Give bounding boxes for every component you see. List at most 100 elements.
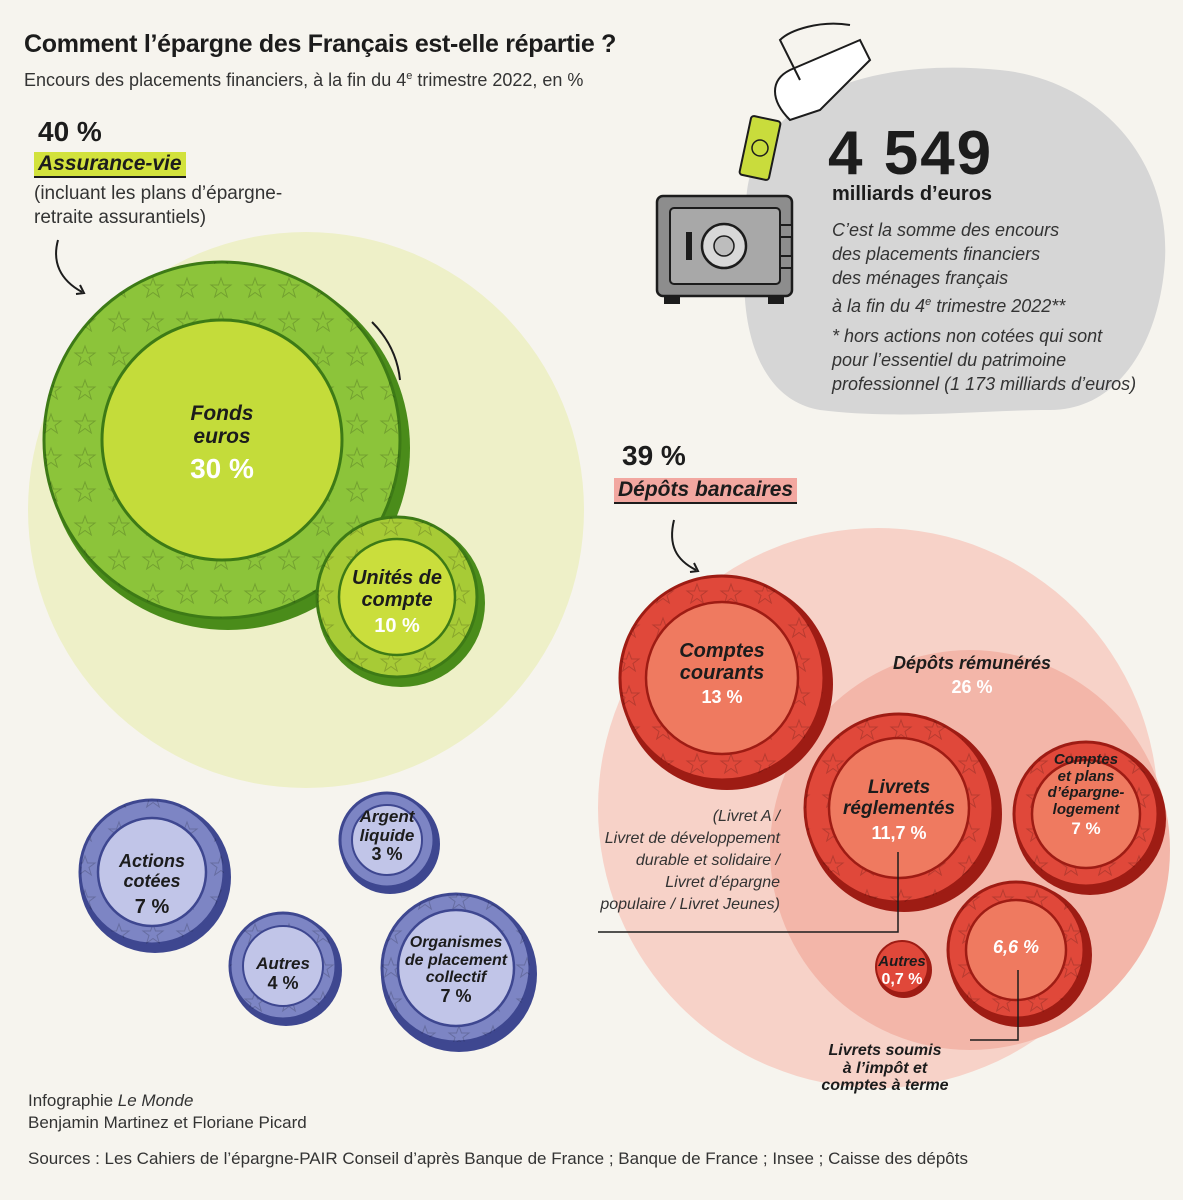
cpel-label-1: Comptes <box>1053 751 1119 768</box>
uc-label-2: compte <box>361 589 433 611</box>
safe-icon <box>655 194 794 304</box>
coin-argent-liquide <box>338 791 440 894</box>
autres-blue-text: Autres <box>256 954 310 973</box>
argent-label-1: Argent <box>359 807 415 826</box>
argent-pct: 3 % <box>371 844 403 865</box>
credits-infographie: Infographie <box>28 1091 118 1110</box>
opc-label-2: de placement <box>404 951 508 969</box>
coin-comptes-courants <box>618 574 833 790</box>
actions-label: Actions cotées 7 % <box>102 851 202 918</box>
coin-unites-de-compte <box>315 515 485 687</box>
uc-label: Unités de compte 10 % <box>332 567 462 637</box>
arrow-depots <box>671 519 697 571</box>
autres-red-pct: 0,7 % <box>881 970 923 988</box>
cpel-label-4: logement <box>1052 800 1120 818</box>
livrets-label: Livrets réglementés 11,7 % <box>824 777 974 844</box>
coin-opc <box>380 892 537 1052</box>
coin-fonds-euros <box>42 260 410 630</box>
footnote-line: pour l’essentiel du patrimoine <box>832 350 1067 370</box>
soumis-label-2: à l’impôt et <box>842 1059 928 1077</box>
leader-livrets <box>598 852 899 933</box>
credits-line-2: Benjamin Martinez et Floriane Picard <box>28 1113 307 1132</box>
coin-autres-blue <box>228 911 342 1026</box>
opc-label-3: collectif <box>425 969 487 987</box>
coin-autres-red <box>875 940 932 998</box>
total-desc-end: trimestre 2022** <box>931 296 1066 316</box>
autres-red-text: Autres <box>878 953 926 970</box>
livrets-label-1: Livrets <box>867 777 931 798</box>
coin-epargne-logement <box>1012 740 1166 895</box>
credits-line-1: Infographie Le Monde <box>28 1090 307 1112</box>
fonds-label-2: euros <box>193 425 251 449</box>
fonds-label-1: Fonds <box>190 402 254 425</box>
livret-list-line: durable et solidaire / <box>635 852 780 869</box>
soumis-pct: 6,6 % <box>992 937 1040 957</box>
fonds-pct: 30 % <box>190 453 254 485</box>
remuneres-pct: 26 % <box>951 676 993 697</box>
autres-blue-pct: 4 % <box>267 972 299 993</box>
actions-label-2: cotées <box>123 870 181 891</box>
credits-lemonde: Le Monde <box>117 1091 194 1110</box>
soumis-label-1: Livrets soumis <box>828 1042 942 1059</box>
fonds-euros-label: Fonds euros 30 % <box>142 402 302 485</box>
opc-label-1: Organismes <box>409 934 503 951</box>
total-desc-line: des ménages français <box>832 268 1009 288</box>
assurance-pct: 40 % <box>38 116 102 147</box>
livrets-pct: 11,7 % <box>871 822 927 843</box>
actions-pct: 7 % <box>134 895 170 918</box>
cc-label-2: courants <box>679 662 765 684</box>
total-blob <box>744 67 1166 415</box>
assurance-note-line: (incluant les plans d’épargne- <box>34 183 283 204</box>
arrow-assurance <box>55 239 83 293</box>
argent-label: Argent liquide 3 % <box>347 807 427 865</box>
assurance-label: Assurance-vie <box>34 152 186 178</box>
assurance-note: (incluant les plans d’épargne- retraite … <box>34 182 282 230</box>
cpel-label-3: d’épargne- <box>1047 784 1125 801</box>
uc-label-1: Unités de <box>351 567 443 589</box>
cpel-label-2: et plans <box>1057 767 1115 785</box>
soumis-label: Livrets soumis à l’impôt et comptes à te… <box>800 1042 970 1095</box>
livrets-label-2: réglementés <box>843 797 955 819</box>
total-desc-sup: e <box>925 296 932 308</box>
total-desc-line: à la fin du 4e trimestre 2022** <box>832 290 1065 318</box>
livret-list-line: populaire / Livret Jeunes) <box>600 896 780 913</box>
opc-pct: 7 % <box>440 985 472 1006</box>
coin-actions-cotees <box>78 798 231 953</box>
remuneres-text: Dépôts rémunérés <box>892 653 1052 673</box>
total-desc-line: des placements financiers <box>832 244 1041 264</box>
livret-list-line: Livret d’épargne <box>665 874 780 891</box>
total-desc-start: à la fin du 4 <box>832 296 926 316</box>
cpel-pct: 7 % <box>1071 819 1101 838</box>
hand-illustration <box>738 22 872 181</box>
autres-blue-label: Autres 4 % <box>243 954 323 993</box>
page-subtitle: Encours des placements financiers, à la … <box>24 70 583 91</box>
subtitle-text: Encours des placements financiers, à la … <box>24 70 407 90</box>
soumis-label-3: comptes à terme <box>821 1077 949 1095</box>
subtitle-end: trimestre 2022, en % <box>412 70 584 90</box>
total-value: 4 549 <box>828 119 994 188</box>
credits: Infographie Le Monde Benjamin Martinez e… <box>28 1090 307 1134</box>
total-footnote: * hors actions non cotées qui sont pour … <box>832 324 1136 396</box>
total-desc-line: C’est la somme des encours <box>832 220 1060 240</box>
total-unit: milliards d’euros <box>832 183 993 205</box>
uc-pct: 10 % <box>374 615 420 637</box>
coin-livrets-soumis <box>946 880 1092 1027</box>
leader-soumis <box>970 970 1019 1041</box>
page-title: Comment l’épargne des Français est-elle … <box>24 30 617 58</box>
livret-list-line: (Livret A / <box>712 808 780 825</box>
remuneres-label: Dépôts rémunérés 26 % <box>872 653 1072 698</box>
actions-label-1: Actions <box>118 851 185 871</box>
footnote-line: professionnel (1 173 milliards d’euros) <box>832 374 1137 394</box>
coin-livrets-reglementes <box>803 712 1002 912</box>
livret-list-line: Livret de développement <box>604 830 780 847</box>
sources: Sources : Les Cahiers de l’épargne-PAIR … <box>28 1149 968 1168</box>
depots-label: Dépôts bancaires <box>614 478 798 504</box>
cc-label-1: Comptes <box>679 640 765 662</box>
cc-pct: 13 % <box>701 687 743 707</box>
autres-red-label: Autres 0,7 % <box>862 953 942 988</box>
livret-list: (Livret A / Livret de développement dura… <box>590 806 780 916</box>
cc-label: Comptes courants 13 % <box>652 640 792 708</box>
depots-pct: 39 % <box>622 440 686 471</box>
argent-label-2: liquide <box>359 825 415 845</box>
